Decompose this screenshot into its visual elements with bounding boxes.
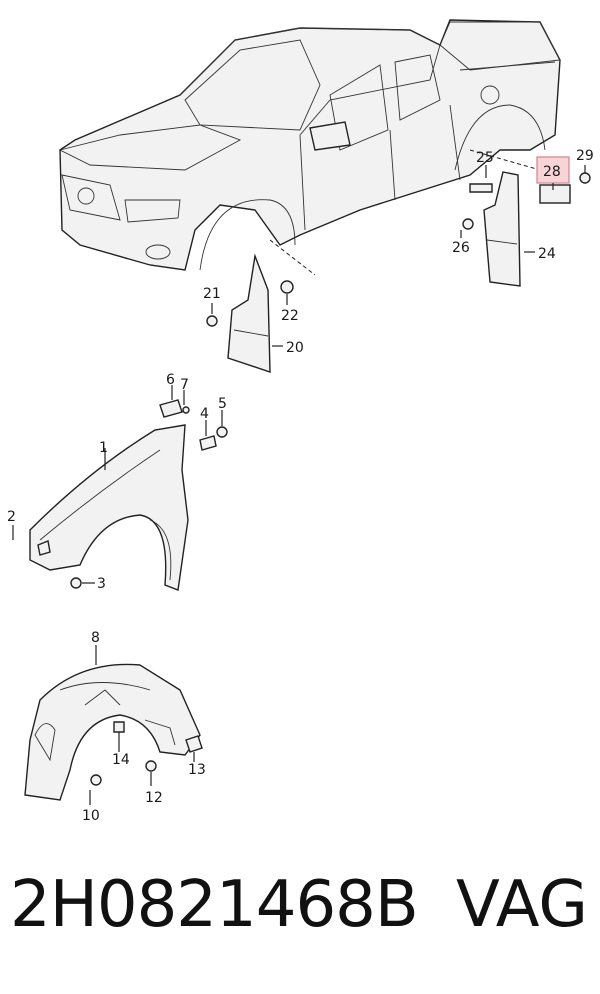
callout-28: 28 [543,164,561,180]
part-number: 2H0821468B [10,868,419,942]
highlight-box-28 [536,156,570,184]
callout-3: 3 [97,576,106,592]
callout-12: 12 [145,790,163,806]
callout-7: 7 [180,377,189,393]
callout-1: 1 [99,440,108,456]
callout-20: 20 [286,340,304,356]
callout-2: 2 [7,509,16,525]
callout-21: 21 [203,286,221,302]
callout-4: 4 [200,406,209,422]
callout-26: 26 [452,240,470,256]
callout-8: 8 [91,630,100,646]
callout-22: 22 [281,308,299,324]
pickup-truck-illustration [58,19,561,276]
callout-5: 5 [218,396,227,412]
front-mud-flap-assembly [206,253,294,373]
brand-name: VAG [456,868,588,942]
callout-13: 13 [188,762,206,778]
callout-6: 6 [166,372,175,388]
callout-29: 29 [576,148,594,164]
footer: 2H0821468B VAG [0,862,600,972]
callout-14: 14 [112,752,130,768]
wheel-housing-liner-assembly [24,645,203,805]
callout-10: 10 [82,808,100,824]
rear-mud-flap-assembly [460,156,591,287]
callout-25: 25 [476,150,494,166]
front-fender-assembly [12,385,228,591]
callout-24: 24 [538,246,556,262]
